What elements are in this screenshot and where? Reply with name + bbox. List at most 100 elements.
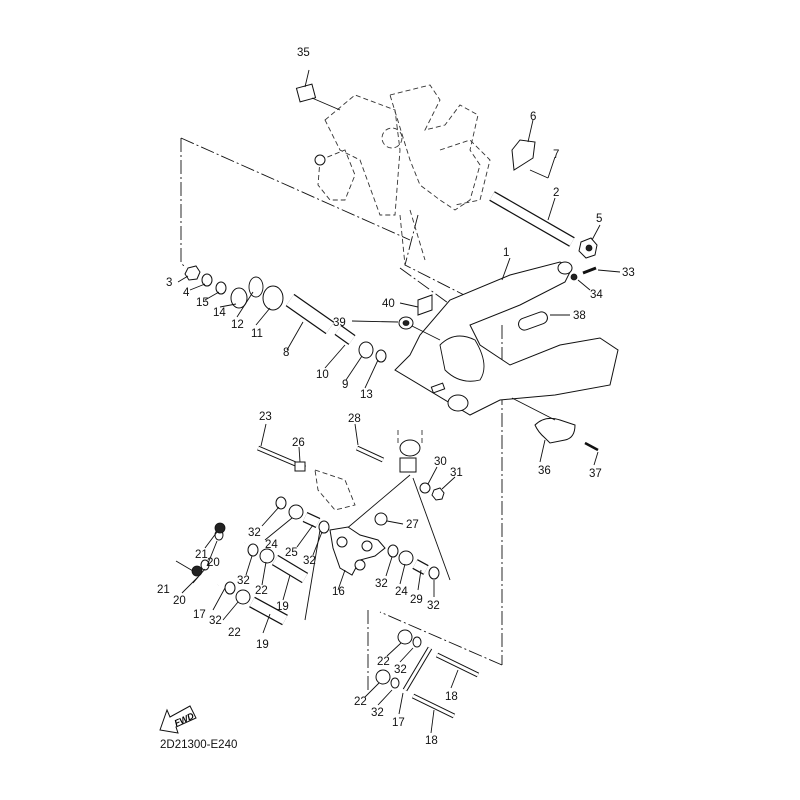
part-26-collar: [294, 461, 306, 472]
callout-19b: 19: [256, 639, 269, 651]
part-24a: [288, 504, 304, 520]
part-32h: [390, 677, 400, 689]
callout-9: 9: [342, 379, 348, 391]
diagram-code: 2D21300-E240: [160, 739, 237, 751]
part-33-bolt: [582, 266, 621, 275]
part-20b: [200, 559, 210, 571]
callout-37: 37: [589, 468, 602, 480]
part-38-cover: [518, 311, 570, 331]
part-21b: [191, 565, 203, 577]
part-37-screw: [584, 441, 599, 466]
part-30-washer: [419, 482, 431, 494]
part-11-bearing: [262, 285, 284, 311]
callout-40: 40: [382, 298, 395, 310]
part-31-nut: [431, 487, 445, 501]
part-21a: [214, 522, 226, 534]
callout-29: 29: [410, 594, 423, 606]
callout-15: 15: [196, 297, 209, 309]
callout-34: 34: [590, 289, 603, 301]
part-7-screw: [529, 156, 556, 179]
part-22c: [397, 629, 413, 645]
callout-38: 38: [573, 310, 586, 322]
callout-22c: 22: [377, 656, 390, 668]
right-bushing-group: [385, 544, 440, 597]
frame-ghost: [314, 84, 491, 266]
callout-31: 31: [450, 467, 463, 479]
callout-23: 23: [259, 411, 272, 423]
part-36-guard: [511, 397, 576, 463]
callout-19a: 19: [276, 601, 289, 613]
callout-21a: 21: [195, 549, 208, 561]
callout-24b: 24: [395, 586, 408, 598]
part-6-bracket: [511, 119, 536, 171]
part-40-label: [399, 294, 433, 316]
callout-10: 10: [316, 369, 329, 381]
callout-14: 14: [213, 307, 226, 319]
part-24b: [398, 550, 414, 566]
linkage-group: [257, 423, 456, 591]
part-35-cap: [295, 69, 341, 111]
part-19a: [272, 555, 308, 583]
callout-20a: 20: [207, 557, 220, 569]
assembly-guide-lines: [180, 137, 503, 690]
callout-32g: 32: [394, 664, 407, 676]
part-13-seal: [375, 349, 387, 363]
callout-13: 13: [360, 389, 373, 401]
left-bushing-group: [175, 496, 330, 634]
callout-32d: 32: [209, 615, 222, 627]
part-1-swingarm: [394, 257, 619, 416]
callout-16: 16: [332, 586, 345, 598]
callout-28: 28: [348, 413, 361, 425]
callout-1: 1: [503, 247, 509, 259]
callout-4: 4: [183, 287, 190, 299]
part-32f: [428, 566, 440, 580]
part-29: [412, 560, 429, 574]
callout-18b: 18: [425, 735, 438, 747]
callout-6: 6: [530, 111, 536, 123]
callout-17a: 17: [193, 609, 206, 621]
callout-30: 30: [434, 456, 447, 468]
callout-32f: 32: [427, 600, 440, 612]
part-39-seal: [351, 316, 441, 341]
lower-group: [364, 629, 480, 734]
callout-22a: 22: [255, 585, 268, 597]
callout-32c: 32: [237, 575, 250, 587]
pivot-parts-stack: [177, 265, 387, 389]
callout-18a: 18: [445, 691, 458, 703]
part-2-pivot-shaft: [489, 191, 575, 247]
callout-17b: 17: [392, 717, 405, 729]
part-32c: [247, 543, 259, 557]
part-32a: [275, 496, 287, 510]
part-10-spacer: [335, 326, 355, 344]
callout-39: 39: [333, 317, 346, 329]
callout-22d: 22: [354, 696, 367, 708]
part-4-washer: [201, 273, 213, 287]
callout-25: 25: [285, 547, 298, 559]
part-22d: [375, 669, 391, 685]
callout-8: 8: [283, 347, 289, 359]
callout-2: 2: [553, 187, 559, 199]
callout-21b: 21: [157, 584, 170, 596]
fwd-arrow-icon: FWD: [159, 705, 197, 734]
part-32e: [387, 544, 399, 558]
part-3-nut: [184, 265, 201, 281]
callout-33: 33: [622, 267, 635, 279]
shock-clevis: [399, 457, 417, 473]
callout-20b: 20: [173, 595, 186, 607]
part-19b: [249, 597, 288, 625]
callout-12: 12: [231, 319, 244, 331]
part-32d: [224, 581, 236, 595]
shock-spring: [399, 439, 421, 457]
callout-27: 27: [406, 519, 419, 531]
part-25: [303, 513, 320, 527]
callout-26: 26: [292, 437, 305, 449]
part-15-collar: [215, 281, 227, 295]
callout-32b: 32: [303, 555, 316, 567]
callout-32e: 32: [375, 578, 388, 590]
callout-labels: 1 2 3 4 5 6 7 8 9 10 11 12 13 14 15 16 1…: [157, 47, 635, 747]
part-22b: [235, 589, 251, 605]
callout-35: 35: [297, 47, 310, 59]
callout-11: 11: [251, 328, 263, 340]
part-22a: [259, 548, 275, 564]
